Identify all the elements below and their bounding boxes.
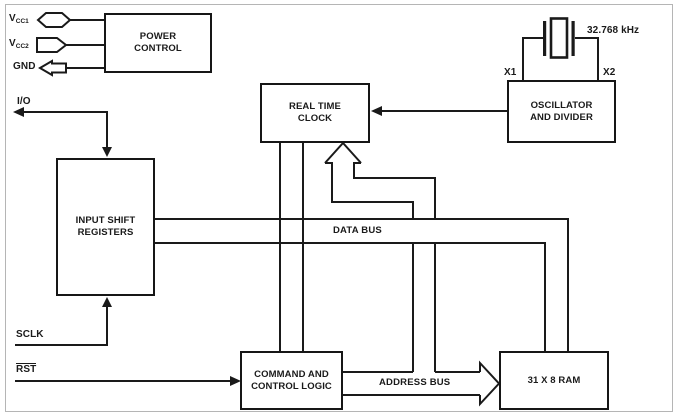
data-bus-label: DATA BUS [333, 225, 382, 236]
command-control-logic-block: COMMAND AND CONTROL LOGIC [240, 351, 343, 410]
crystal-wires [522, 37, 599, 80]
address-bus-label: ADDRESS BUS [379, 377, 451, 388]
ram-label: 31 X 8 RAM [527, 374, 581, 386]
rtc-ccl-bus-channel [279, 143, 304, 351]
oscillator-divider-block: OSCILLATOR AND DIVIDER [507, 80, 616, 143]
crystal-icon [543, 17, 575, 59]
rtc-bus-arrow-icon [324, 141, 436, 372]
data-bus-lines [155, 218, 569, 351]
sclk-signal-line [15, 297, 112, 346]
rtc-left-arrowhead [371, 106, 382, 116]
power-control-label: POWER CONTROL [134, 31, 182, 54]
vcc1-pin-icon [36, 12, 72, 28]
power-control-block: POWER CONTROL [104, 13, 212, 73]
input-shift-registers-label: INPUT SHIFT REGISTERS [75, 215, 136, 238]
crystal-frequency-label: 32.768 kHz [587, 25, 640, 36]
ram-bus-arrow-icon [479, 360, 501, 407]
sclk-pin-label: SCLK [16, 329, 44, 340]
real-time-clock-label: REAL TIME CLOCK [289, 101, 341, 124]
io-down-arrowhead [102, 147, 112, 157]
oscillator-divider-label: OSCILLATOR AND DIVIDER [530, 99, 593, 123]
rst-signal-line [15, 376, 241, 386]
command-control-logic-label: COMMAND AND CONTROL LOGIC [251, 368, 332, 392]
diagram-border [5, 4, 673, 412]
x1-pin-label: X1 [504, 67, 517, 78]
real-time-clock-block: REAL TIME CLOCK [260, 83, 370, 143]
io-signal-line [13, 107, 112, 157]
input-shift-registers-block: INPUT SHIFT REGISTERS [56, 158, 155, 296]
ram-block: 31 X 8 RAM [499, 351, 609, 410]
oscillator-to-rtc-line [371, 106, 507, 116]
gnd-pin-icon [38, 59, 67, 77]
vcc2-pin-icon [36, 37, 68, 53]
io-left-arrowhead [13, 107, 24, 117]
vcc2-pin-label: VCC2 [9, 38, 29, 50]
gnd-pin-label: GND [13, 61, 36, 72]
address-bus-lines [343, 371, 480, 396]
power-supply-lines [66, 19, 104, 69]
x2-pin-label: X2 [603, 67, 616, 78]
sclk-up-arrowhead [102, 297, 112, 307]
rst-pin-label: RST [16, 363, 37, 375]
vcc1-pin-label: VCC1 [9, 13, 29, 25]
rst-right-arrowhead [230, 376, 241, 386]
io-pin-label: I/O [17, 96, 31, 107]
